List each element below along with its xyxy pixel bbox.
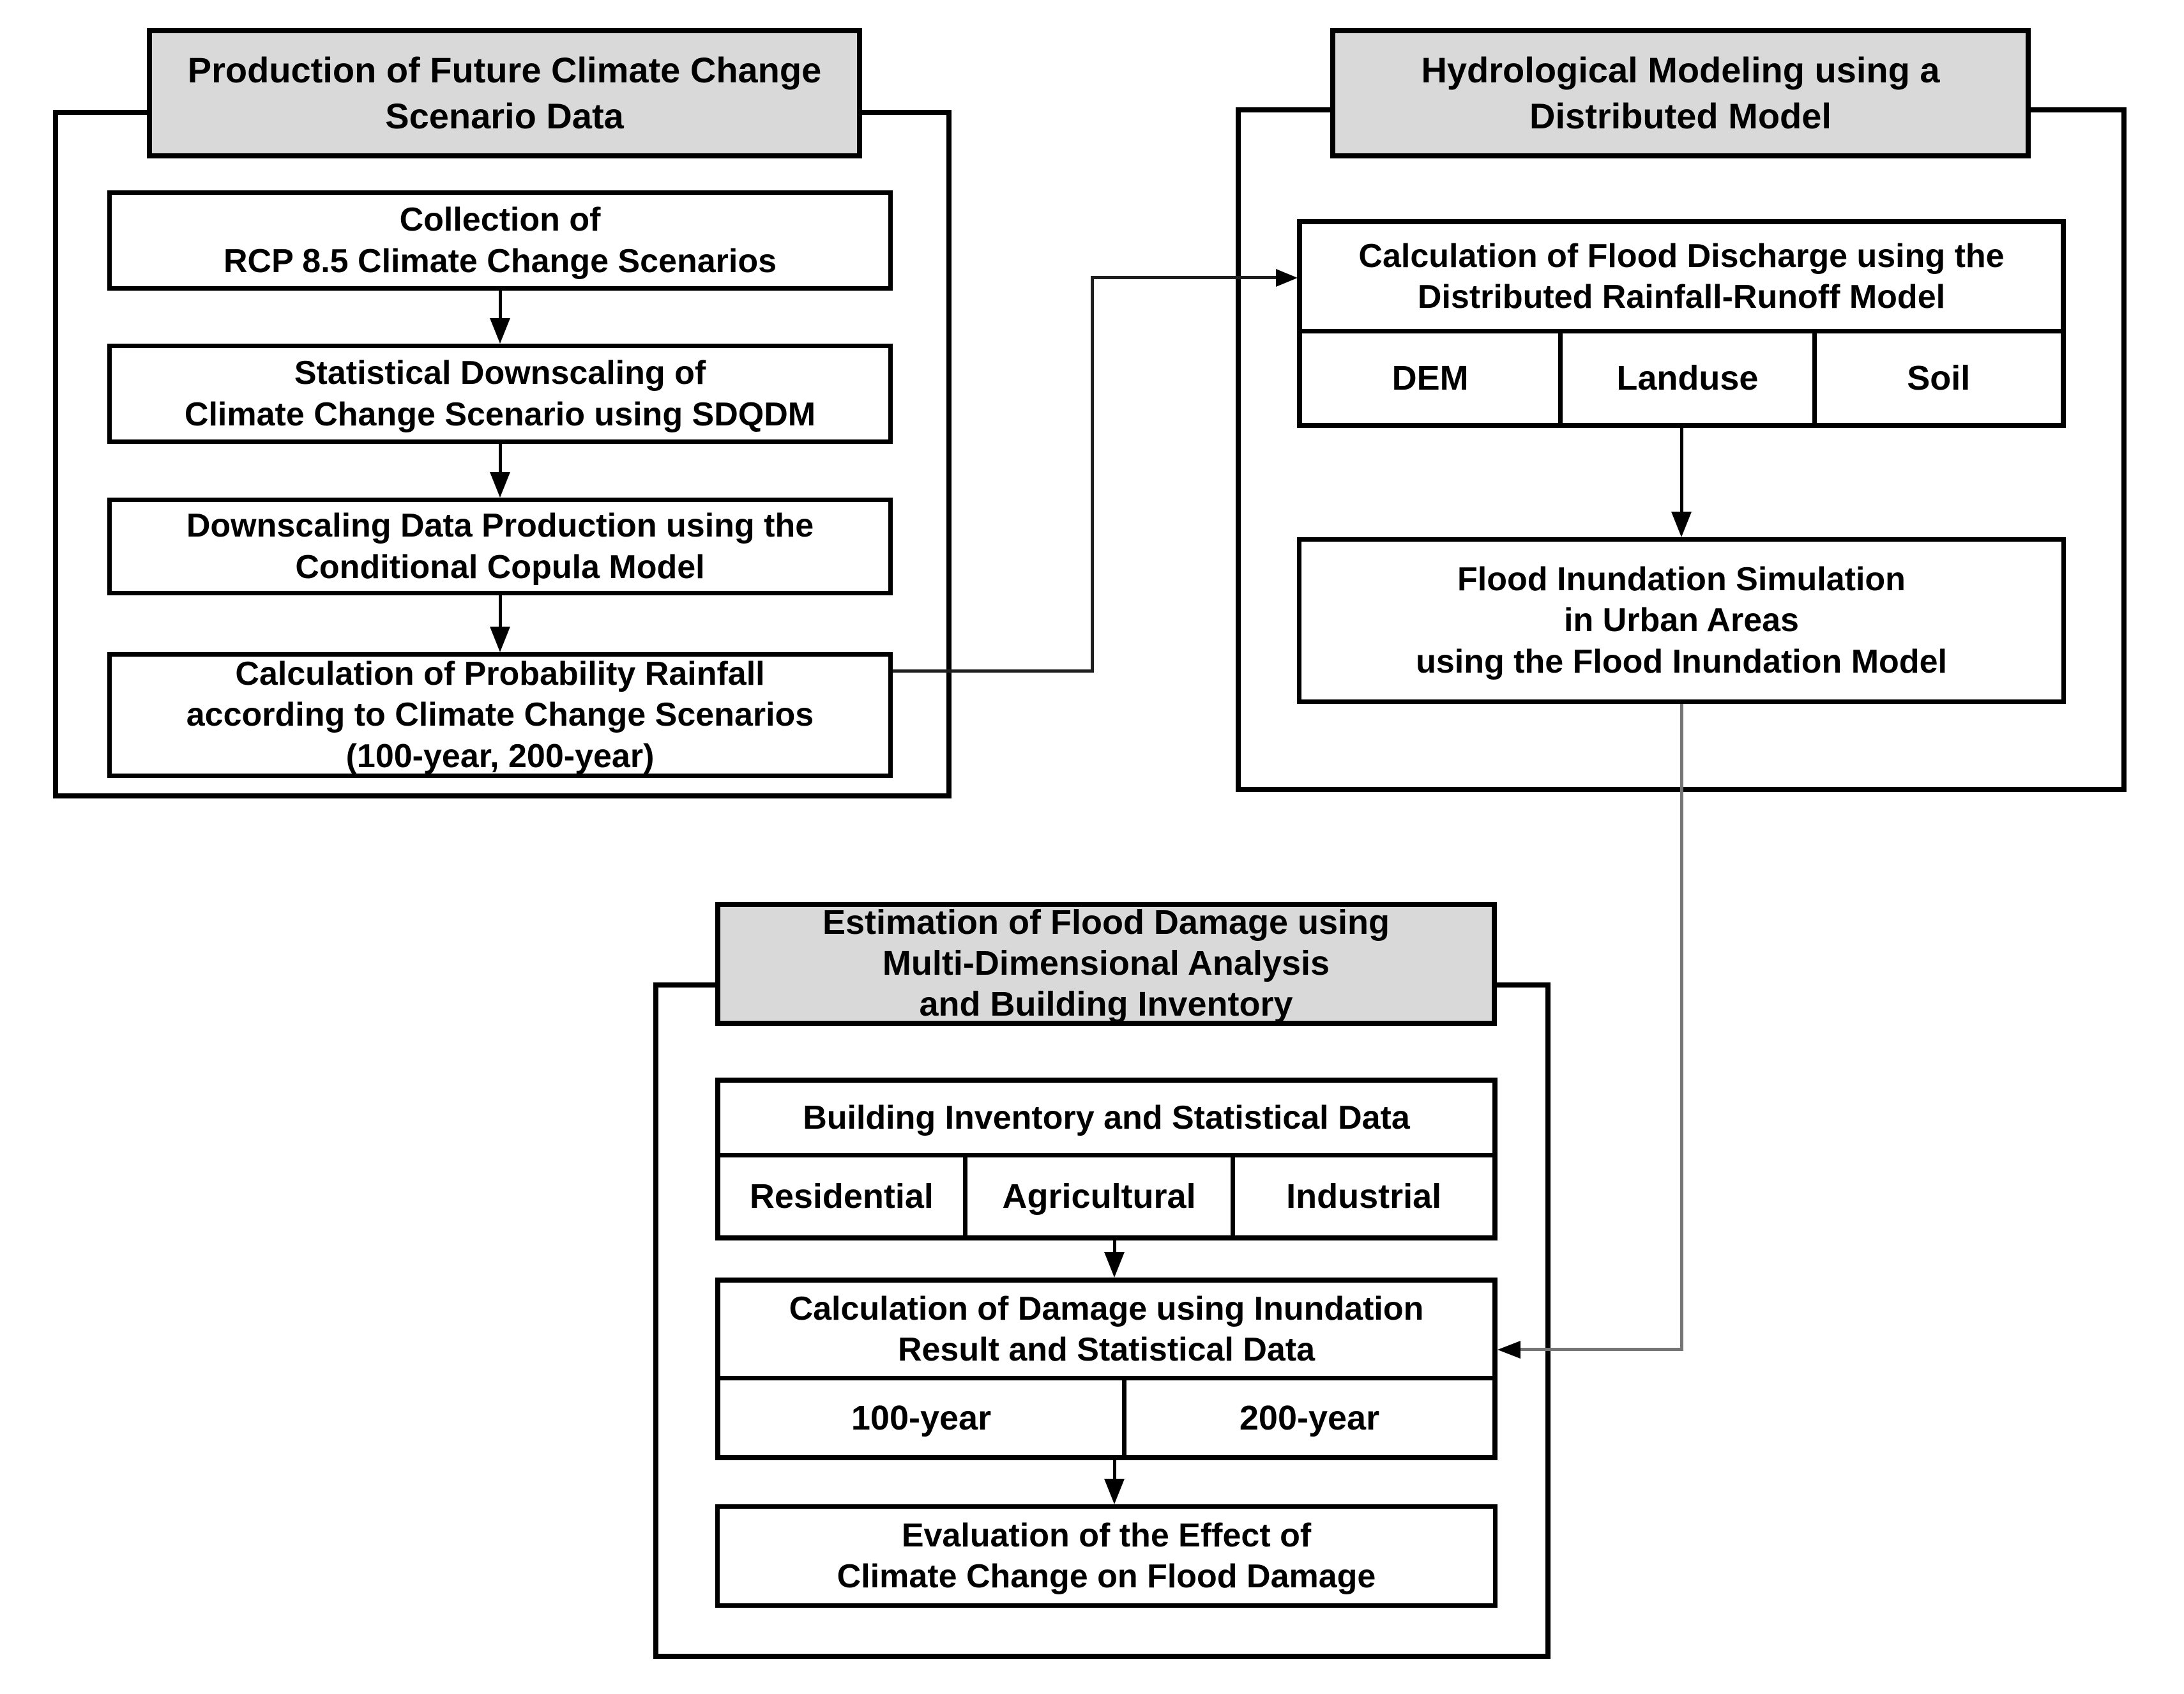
box-statistical-downscaling: Statistical Downscaling of Climate Chang… — [107, 344, 893, 444]
hydrology-section-header: Hydrological Modeling using a Distribute… — [1330, 28, 2031, 158]
connector-rainfall-to-discharge-seg1 — [893, 669, 1093, 673]
cell-industrial: Industrial — [1231, 1157, 1492, 1235]
box-flood-discharge: Calculation of Flood Discharge using the… — [1302, 224, 2061, 333]
connector-rainfall-to-discharge-seg2 — [1091, 276, 1094, 673]
building-inventory-combo-box: Building Inventory and Statistical Data … — [715, 1078, 1498, 1240]
cell-residential: Residential — [749, 1177, 934, 1216]
box-damage-calculation: Calculation of Damage using Inundation R… — [720, 1283, 1492, 1380]
box-probability-rainfall: Calculation of Probability Rainfall acco… — [107, 652, 893, 778]
connector-inundation-to-damage-seg1 — [1680, 704, 1683, 1350]
connector-inundation-to-damage-seg2 — [1520, 1348, 1683, 1351]
connector-rainfall-to-discharge-head — [1276, 269, 1298, 287]
box-copula-data-production: Downscaling Data Production using the Co… — [107, 498, 893, 595]
cell-100-year: 100-year — [851, 1398, 992, 1437]
arrow-climate-3-shaft — [499, 595, 502, 628]
box-collection-rcp-scenarios: Collection of RCP 8.5 Climate Change Sce… — [107, 190, 893, 291]
arrow-damage-2-shaft — [1113, 1460, 1116, 1480]
arrow-climate-1-shaft — [499, 291, 502, 319]
damage-section-header: Estimation of Flood Damage using Multi-D… — [715, 902, 1497, 1026]
return-period-cells: 100-year 200-year — [720, 1380, 1492, 1455]
arrow-climate-2-head — [490, 472, 510, 498]
arrow-damage-2-head — [1104, 1479, 1125, 1504]
connector-inundation-to-damage-head — [1498, 1341, 1520, 1359]
box-flood-inundation-simulation: Flood Inundation Simulation in Urban Are… — [1297, 537, 2066, 704]
arrow-damage-1-head — [1104, 1252, 1125, 1278]
cell-soil: Soil — [1812, 333, 2061, 423]
cell-dem: DEM — [1392, 359, 1469, 397]
cell-agricultural: Agricultural — [962, 1157, 1231, 1235]
connector-rainfall-to-discharge-seg3 — [1091, 276, 1277, 279]
flood-discharge-combo-box: Calculation of Flood Discharge using the… — [1297, 219, 2066, 428]
hydrology-input-cells: DEM Landuse Soil — [1302, 333, 2061, 423]
arrow-climate-3-head — [490, 627, 510, 652]
arrow-hydrology-shaft — [1680, 428, 1683, 513]
damage-category-cells: Residential Agricultural Industrial — [720, 1157, 1492, 1235]
cell-landuse: Landuse — [1558, 333, 1812, 423]
box-building-inventory: Building Inventory and Statistical Data — [720, 1083, 1492, 1157]
arrow-hydrology-head — [1671, 512, 1692, 537]
cell-200-year: 200-year — [1122, 1380, 1492, 1455]
arrow-climate-1-head — [490, 318, 510, 344]
climate-section-header: Production of Future Climate Change Scen… — [147, 28, 862, 158]
damage-calculation-combo-box: Calculation of Damage using Inundation R… — [715, 1278, 1498, 1460]
arrow-damage-1-shaft — [1113, 1240, 1116, 1253]
arrow-climate-2-shaft — [499, 444, 502, 473]
box-climate-effect-evaluation: Evaluation of the Effect of Climate Chan… — [715, 1504, 1498, 1608]
